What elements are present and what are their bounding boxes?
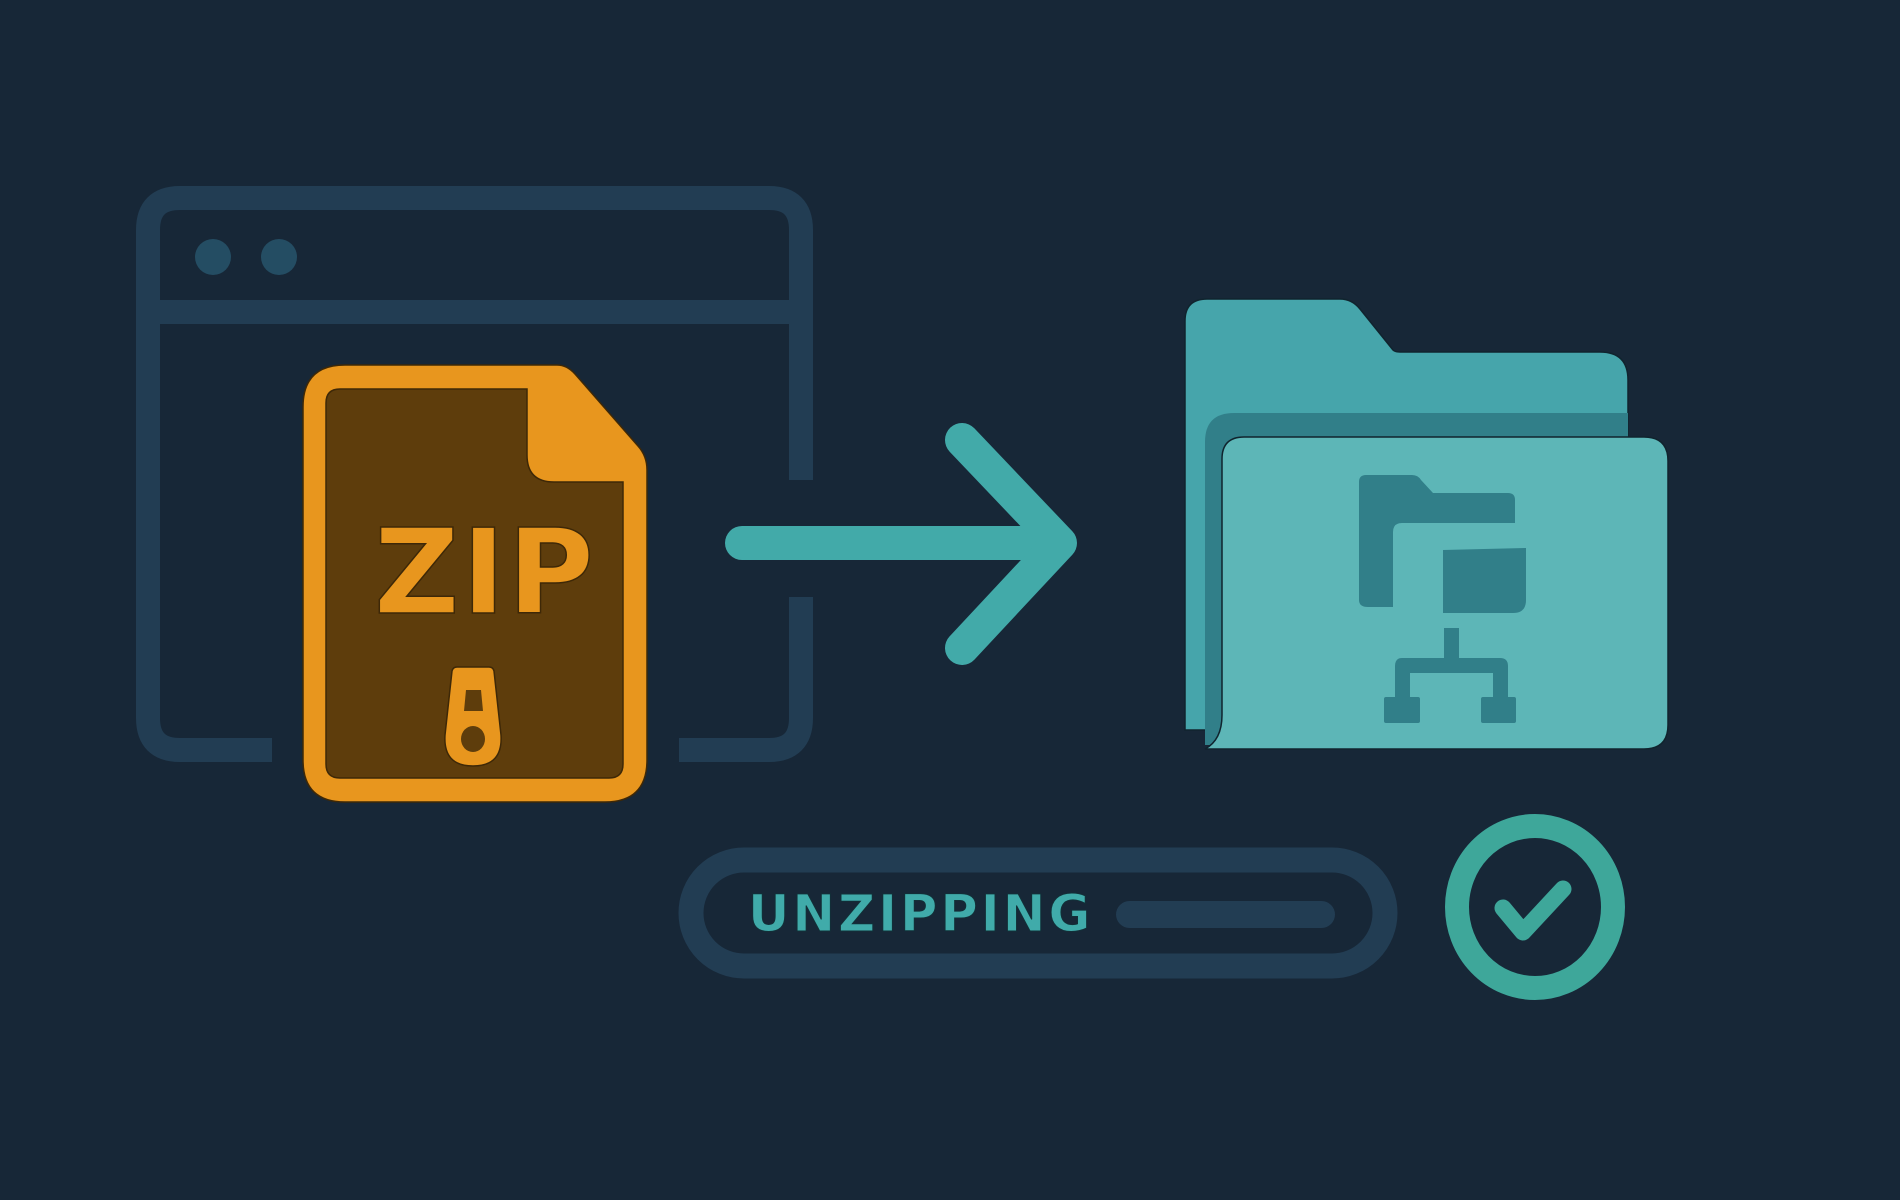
window-dot-icon bbox=[261, 239, 297, 275]
unzipping-status-label: UNZIPPING bbox=[748, 885, 1094, 945]
window-dot-icon bbox=[195, 239, 231, 275]
folder-icon bbox=[1184, 298, 1669, 750]
zipper-pull-icon bbox=[444, 666, 502, 767]
browser-window-icon bbox=[136, 186, 813, 762]
zip-file-icon bbox=[302, 364, 648, 803]
folder-tree-icon bbox=[1359, 475, 1526, 723]
zip-label: ZIP bbox=[373, 503, 596, 641]
window-dots bbox=[195, 239, 297, 275]
progress-track bbox=[1116, 901, 1335, 928]
arrow-right-icon bbox=[725, 423, 1077, 665]
progress-bar bbox=[678, 847, 1398, 979]
check-circle-icon bbox=[1445, 814, 1625, 1000]
